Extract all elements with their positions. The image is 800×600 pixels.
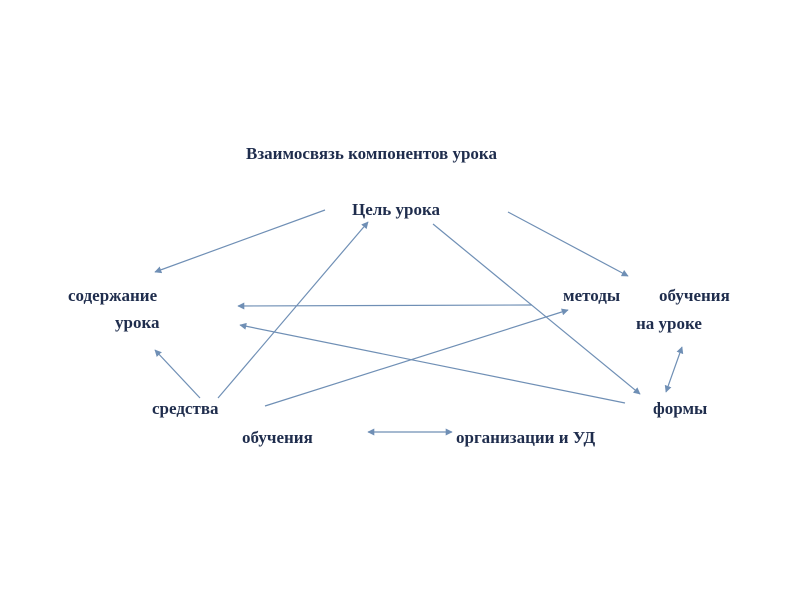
arrow-goal-to-forms [432, 223, 641, 395]
node-means-line2: обучения [242, 428, 313, 447]
node-methods-word2: обучения [659, 286, 730, 305]
node-goal: Цель урока [352, 200, 441, 219]
node-content-line1: содержание [68, 286, 158, 305]
arrow-means-to-goal [217, 221, 369, 399]
arrow-goal-to-content [154, 209, 326, 274]
arrow-methods-to-forms [664, 346, 684, 393]
node-forms-line1: формы [653, 399, 708, 418]
node-methods-word1: методы [563, 286, 621, 305]
node-methods-line2: на уроке [636, 314, 702, 333]
node-forms-line2: организации и УД [456, 428, 596, 447]
arrow-content-to-means [154, 349, 201, 399]
arrow-methods-to-content [237, 302, 533, 310]
node-content-line2: урока [115, 313, 160, 332]
arrow-means-to-methods [264, 308, 569, 407]
arrow-goal-to-methods [507, 211, 629, 277]
diagram-title: Взаимосвязь компонентов урока [246, 144, 497, 163]
arrow-content-to-forms [239, 322, 626, 404]
node-means-line1: средства [152, 399, 219, 418]
